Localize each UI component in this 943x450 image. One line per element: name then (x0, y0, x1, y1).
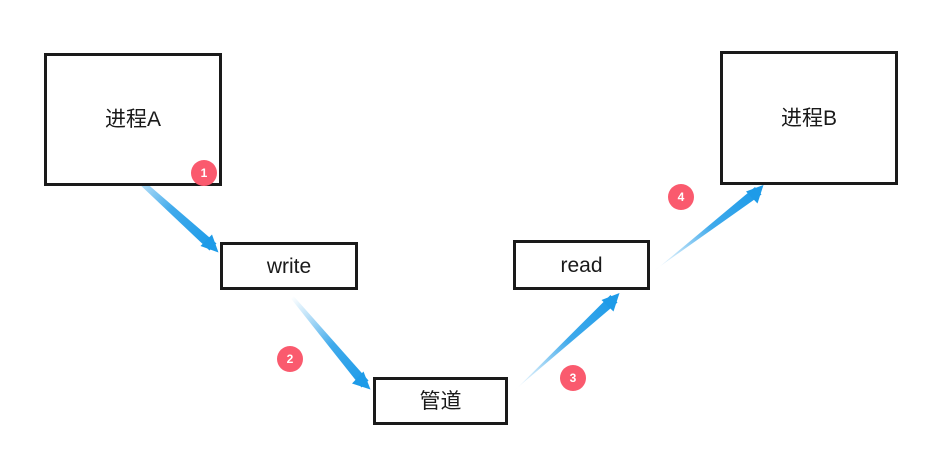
step-badge-3-label: 3 (569, 371, 577, 385)
node-read-label: read (560, 253, 603, 277)
node-process-b[interactable]: 进程B (720, 51, 898, 185)
step-badge-2: 2 (277, 346, 303, 372)
node-pipe[interactable]: 管道 (373, 377, 508, 425)
node-process-a-label: 进程A (104, 108, 161, 131)
arrow-write-to-pipe (290, 295, 371, 390)
node-write[interactable]: write (220, 242, 358, 290)
step-badge-4-label: 4 (677, 190, 685, 204)
node-pipe-label: 管道 (419, 389, 462, 413)
step-badge-1: 1 (191, 160, 217, 186)
node-process-a[interactable]: 进程A (44, 53, 222, 186)
step-badge-1-label: 1 (200, 166, 208, 180)
node-write-label: write (266, 254, 312, 278)
step-badge-3: 3 (560, 365, 586, 391)
node-read[interactable]: read (513, 240, 650, 290)
step-badge-4: 4 (668, 184, 694, 210)
step-badge-2-label: 2 (286, 352, 294, 366)
node-process-b-label: 进程B (780, 106, 837, 130)
